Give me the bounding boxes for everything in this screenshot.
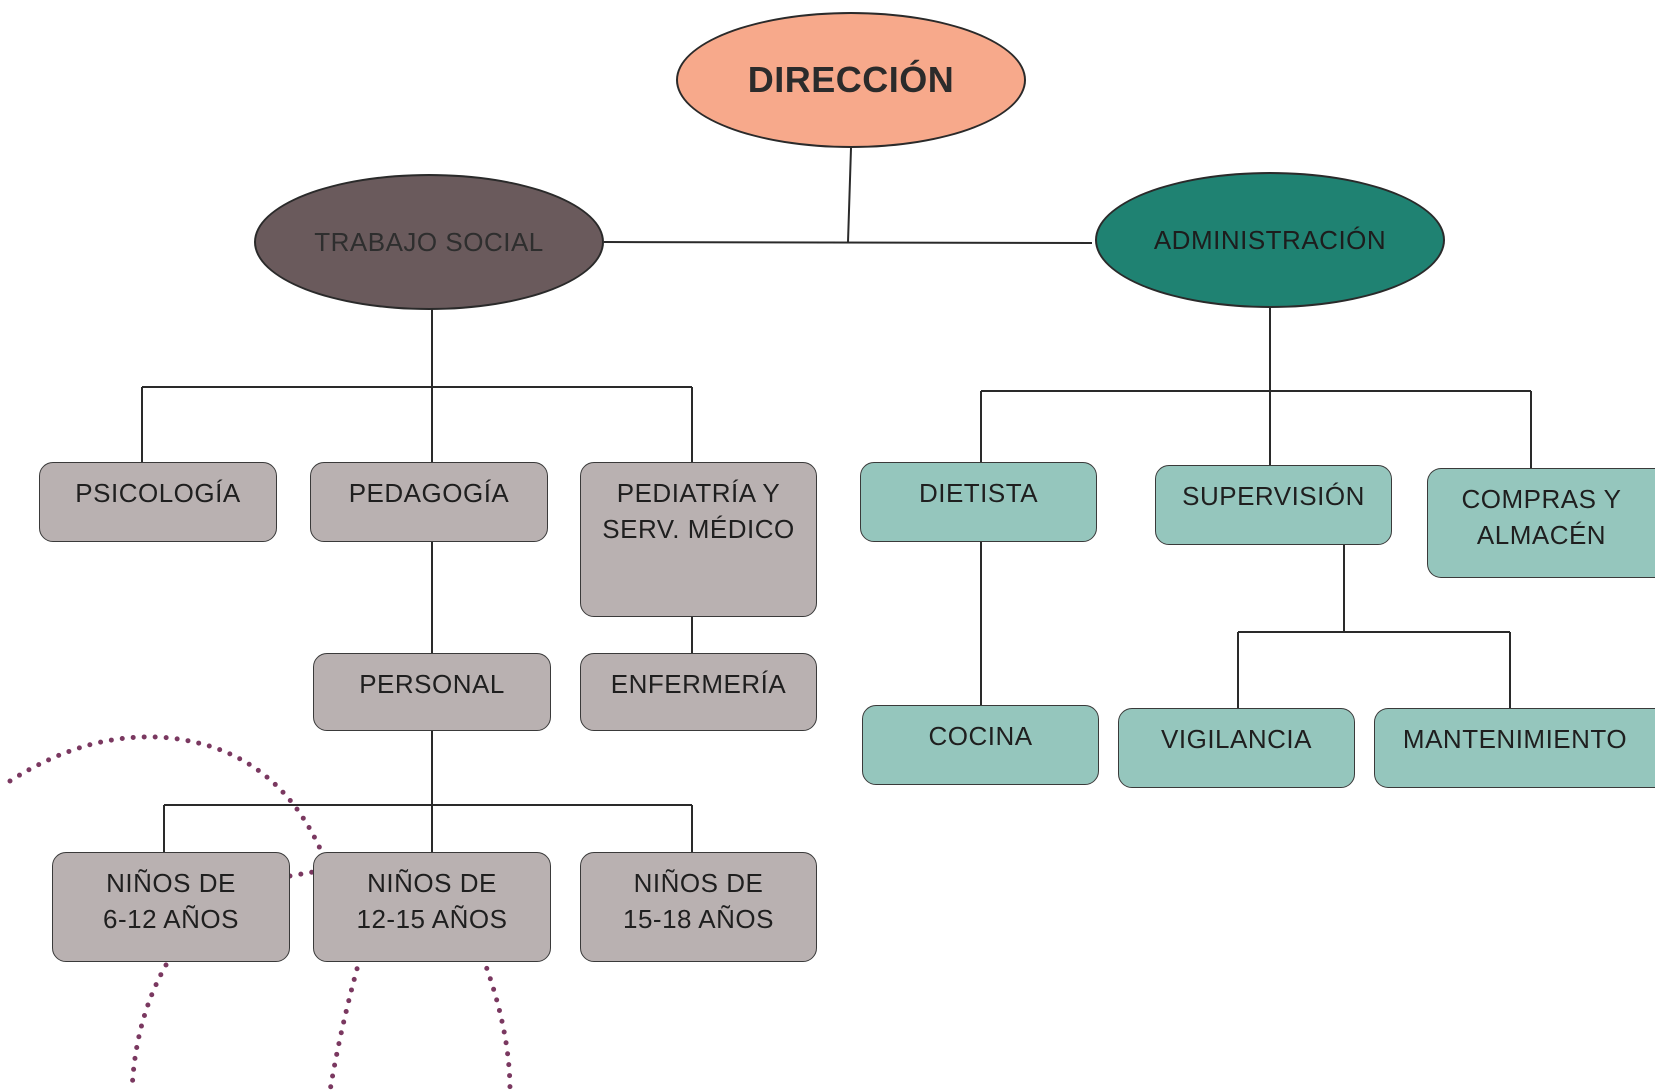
node-enfermeria-label: ENFERMERÍA (610, 669, 787, 699)
node-pedagogia: PEDAGOGÍA (310, 462, 548, 542)
node-ninos-6-12: NIÑOS DE 6-12 AÑOS (52, 852, 290, 962)
node-compras-label: COMPRAS Y ALMACÉN (1461, 484, 1622, 550)
node-ninos-12-15-label: NIÑOS DE 12-15 AÑOS (356, 868, 508, 934)
node-ninos-15-18-label: NIÑOS DE 15-18 AÑOS (623, 868, 774, 934)
node-trabajo-social: TRABAJO SOCIAL (254, 174, 604, 310)
node-compras: COMPRAS Y ALMACÉN (1427, 468, 1655, 578)
node-administracion: ADMINISTRACIÓN (1095, 172, 1445, 308)
decorative-dots (7, 734, 513, 1091)
node-pedagogia-label: PEDAGOGÍA (348, 478, 510, 508)
node-cocina-label: COCINA (928, 721, 1033, 751)
node-vigilancia-label: VIGILANCIA (1161, 724, 1312, 754)
node-ninos-15-18: NIÑOS DE 15-18 AÑOS (580, 852, 817, 962)
node-dietista-label: DIETISTA (918, 478, 1039, 508)
node-mantenimiento-label: MANTENIMIENTO (1402, 724, 1628, 754)
node-pediatria: PEDIATRÍA Y SERV. MÉDICO (580, 462, 817, 617)
node-vigilancia: VIGILANCIA (1118, 708, 1355, 788)
node-psicologia: PSICOLOGÍA (39, 462, 277, 542)
connector-root (603, 147, 1093, 244)
connector-trabajo-social (141, 308, 693, 462)
node-pediatria-label: PEDIATRÍA Y SERV. MÉDICO (602, 478, 795, 544)
node-mantenimiento: MANTENIMIENTO (1374, 708, 1655, 788)
node-direccion-label: DIRECCIÓN (747, 59, 955, 100)
connector-administracion (980, 308, 1532, 468)
node-supervision-label: SUPERVISIÓN (1182, 481, 1365, 511)
node-direccion: DIRECCIÓN (676, 12, 1026, 148)
node-cocina: COCINA (862, 705, 1099, 785)
node-ninos-6-12-label: NIÑOS DE 6-12 AÑOS (102, 868, 239, 934)
node-supervision: SUPERVISIÓN (1155, 465, 1392, 545)
connector-personal-ninos (163, 729, 693, 852)
node-personal-label: PERSONAL (359, 669, 505, 699)
node-enfermeria: ENFERMERÍA (580, 653, 817, 731)
node-trabajo-social-label: TRABAJO SOCIAL (314, 227, 544, 257)
node-administracion-label: ADMINISTRACIÓN (1153, 225, 1387, 255)
connector-supervision (1237, 543, 1511, 708)
node-personal: PERSONAL (313, 653, 551, 731)
node-dietista: DIETISTA (860, 462, 1097, 542)
node-ninos-12-15: NIÑOS DE 12-15 AÑOS (313, 852, 551, 962)
node-psicologia-label: PSICOLOGÍA (75, 478, 241, 508)
